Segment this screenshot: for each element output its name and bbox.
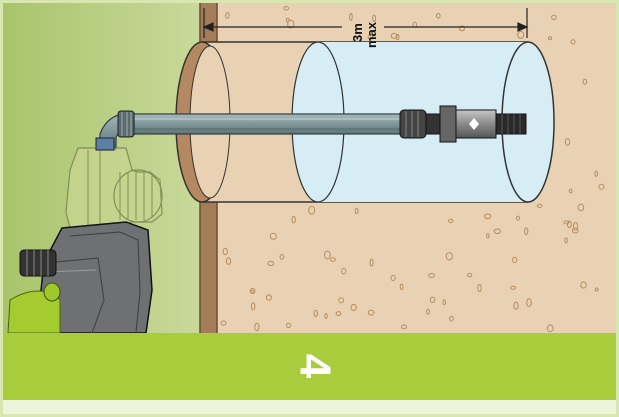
distance-label-line1: 3m bbox=[350, 23, 365, 42]
pump-inlet-fitting bbox=[96, 138, 114, 150]
suction-hose bbox=[132, 114, 402, 134]
distance-label-line2: max bbox=[364, 21, 379, 48]
bottom-strip bbox=[3, 400, 616, 414]
step-number: 4 bbox=[291, 354, 340, 379]
